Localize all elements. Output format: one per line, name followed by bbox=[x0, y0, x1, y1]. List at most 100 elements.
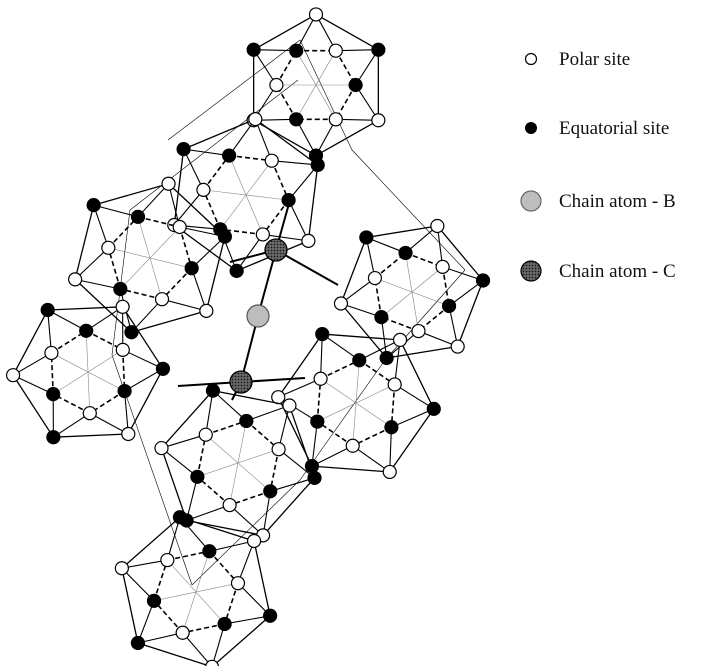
polar-site-atom bbox=[271, 390, 286, 405]
icosahedron bbox=[333, 218, 491, 366]
polar-site-atom bbox=[264, 153, 279, 168]
inner-line bbox=[381, 266, 443, 318]
polar-site-atom bbox=[328, 43, 343, 58]
edge-line bbox=[278, 405, 290, 450]
edge-line bbox=[93, 204, 109, 248]
polar-site-atom bbox=[271, 442, 286, 457]
equatorial-site-atom bbox=[176, 142, 191, 157]
edge-line bbox=[262, 233, 309, 242]
edge-line bbox=[131, 298, 163, 333]
edge-line bbox=[262, 491, 271, 536]
edge-line bbox=[205, 390, 214, 435]
edge-line bbox=[53, 433, 129, 438]
back-edge-line bbox=[120, 288, 163, 300]
edge-line bbox=[179, 516, 255, 542]
polar-site-atom bbox=[198, 427, 213, 442]
equatorial-site-atom bbox=[79, 323, 94, 338]
icosahedron bbox=[167, 112, 325, 278]
equatorial-site-atom bbox=[146, 593, 162, 608]
edge-line bbox=[74, 247, 109, 280]
edge-line bbox=[237, 540, 255, 584]
edge-line bbox=[229, 504, 264, 536]
edge-line bbox=[179, 226, 225, 238]
edge-line bbox=[12, 374, 54, 395]
equatorial-site-atom bbox=[172, 510, 188, 525]
equatorial-site-atom bbox=[307, 470, 322, 486]
edge-line bbox=[121, 559, 168, 569]
edge-line bbox=[85, 306, 123, 332]
edge-line bbox=[137, 632, 183, 644]
back-edge-line bbox=[196, 476, 231, 506]
inner-line bbox=[197, 448, 279, 478]
legend: Polar site Equatorial site Chain atom - … bbox=[520, 49, 676, 282]
edge-line bbox=[47, 306, 123, 311]
edge-line bbox=[89, 412, 129, 435]
back-edge-line bbox=[182, 623, 225, 634]
edge-line bbox=[12, 374, 54, 438]
edge-line bbox=[311, 421, 318, 467]
edge-line bbox=[366, 225, 438, 239]
back-edge-line bbox=[167, 550, 210, 561]
equatorial-site-atom bbox=[310, 414, 325, 429]
back-edge-line bbox=[196, 434, 207, 477]
equatorial-site-atom bbox=[374, 310, 389, 325]
edge-line bbox=[322, 333, 401, 341]
edge-line bbox=[168, 183, 181, 228]
edge-line bbox=[315, 119, 379, 157]
edge-line bbox=[262, 477, 315, 536]
back-edge-line bbox=[390, 384, 396, 428]
edge-line bbox=[386, 345, 458, 359]
back-edge-line bbox=[107, 247, 122, 290]
equatorial-site-atom bbox=[222, 148, 237, 163]
polar-site-atom bbox=[345, 438, 360, 453]
legend-item-chain-c: Chain atom - C bbox=[520, 260, 676, 282]
edge-line bbox=[131, 310, 207, 333]
polar-site-atom bbox=[301, 233, 316, 248]
back-edge-line bbox=[358, 359, 396, 386]
polar-site-atom bbox=[204, 659, 220, 666]
edge-line bbox=[254, 118, 319, 166]
equatorial-site-atom bbox=[130, 209, 146, 224]
edge-line bbox=[389, 427, 392, 472]
equatorial-site-atom bbox=[117, 383, 132, 399]
equatorial-site-atom bbox=[217, 616, 232, 632]
edge-line bbox=[191, 268, 207, 312]
edge-line bbox=[127, 368, 164, 435]
equatorial-site-atom bbox=[348, 77, 363, 93]
polar-site-atom bbox=[269, 77, 284, 93]
edge-line bbox=[321, 333, 360, 361]
polar-site-atom bbox=[115, 299, 130, 314]
edge-line bbox=[124, 391, 129, 435]
edge-line bbox=[340, 302, 382, 318]
equatorial-site-atom bbox=[379, 350, 394, 366]
edge-line bbox=[389, 408, 435, 473]
back-edge-line bbox=[245, 420, 280, 450]
back-edge-line bbox=[202, 155, 230, 191]
back-edge-line bbox=[202, 189, 221, 230]
equatorial-site-atom bbox=[352, 353, 367, 368]
inner-line bbox=[53, 349, 123, 395]
edge-line bbox=[340, 303, 388, 359]
edge-line bbox=[137, 642, 212, 666]
polar-site-atom bbox=[435, 259, 450, 274]
inner-line bbox=[220, 160, 272, 230]
equatorial-site-atom bbox=[441, 298, 457, 314]
edge-line bbox=[93, 183, 169, 206]
icosahedron bbox=[154, 383, 322, 543]
edge-line bbox=[161, 298, 207, 312]
back-edge-line bbox=[161, 267, 193, 300]
back-edge-line bbox=[316, 420, 354, 447]
polar-site-atom bbox=[308, 7, 324, 22]
chain-atom-c-upper bbox=[264, 238, 288, 262]
edge-line bbox=[212, 390, 247, 422]
edge-line bbox=[12, 309, 49, 376]
polar-site-atom bbox=[246, 533, 262, 549]
inner-line bbox=[295, 50, 337, 120]
edge-line bbox=[391, 408, 434, 428]
back-edge-line bbox=[320, 359, 360, 380]
edge-line bbox=[121, 516, 181, 569]
edge-line bbox=[186, 504, 230, 521]
edge-line bbox=[246, 405, 290, 422]
edge-line bbox=[352, 445, 391, 473]
